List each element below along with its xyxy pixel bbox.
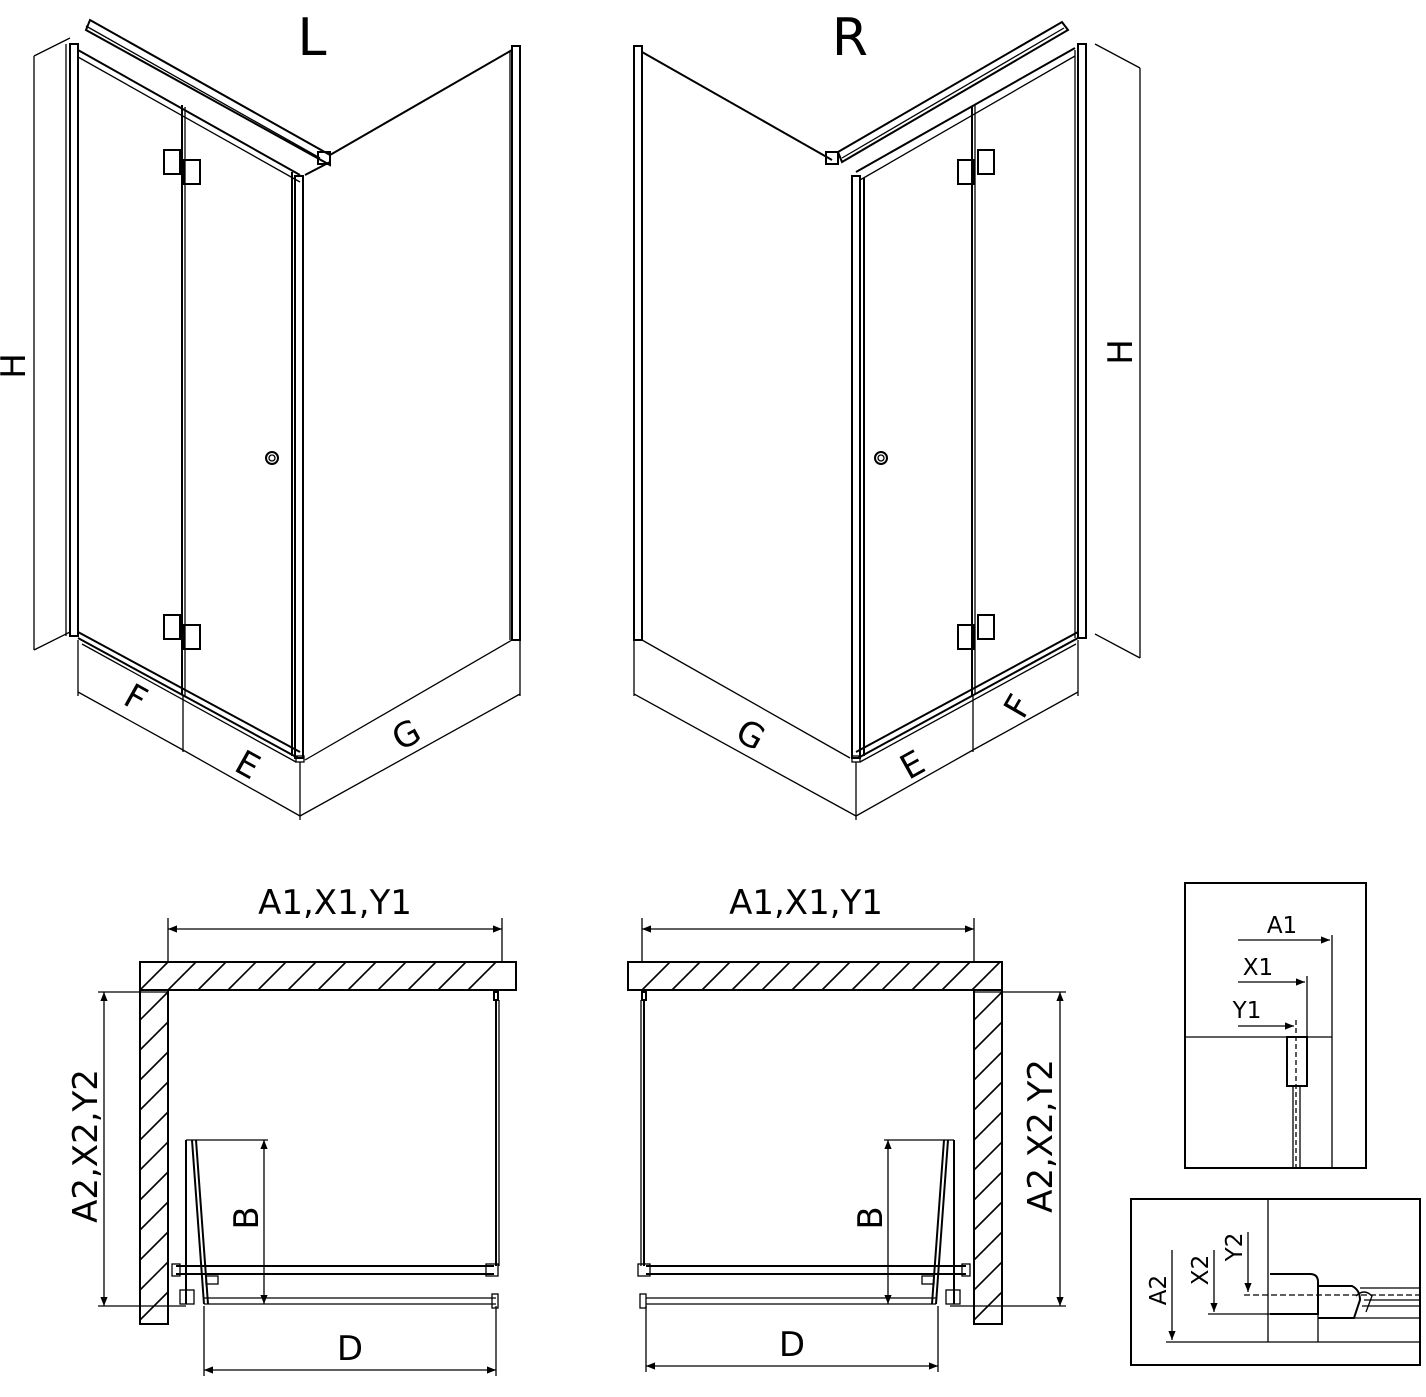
hinge-top-right [957,149,995,185]
door-panel-e-left [265,172,304,759]
detail-x1-label: X1 [1243,955,1273,981]
door-width-label-right: B [851,1206,891,1229]
door-label-right: E [894,743,932,788]
detail-a2-label: A2 [1146,1275,1172,1305]
door-knob-right [874,451,888,465]
door-knob-left [265,451,279,465]
side-panel-g-left [304,45,521,761]
side-panel-label-right: G [729,711,771,759]
side-panel-g-right [633,45,851,759]
detail-y1-label: Y1 [1232,998,1262,1024]
detail-a1-label: A1 [1267,913,1297,939]
bottom-rail-right [851,631,1079,763]
door-panel-e-right [851,175,888,759]
entry-label-left: D [337,1329,363,1369]
iso-view-right: R H [633,8,1141,820]
hinge-bottom-right [957,614,995,650]
depth-label-left: A2,X2,Y2 [66,1069,106,1223]
corner-connector-right [825,151,839,165]
iso-view-left: L H [0,8,521,820]
view-label-right: R [832,8,868,68]
height-label-right: H [1101,339,1141,365]
view-label-left: L [298,8,327,68]
detail-y2-label: Y2 [1222,1233,1248,1263]
detail-x2-label: X2 [1188,1255,1214,1285]
hinge-bottom-left [163,614,201,650]
wall-hatch-left [139,961,517,1325]
wall-profile [69,43,79,637]
folded-door-right [639,1139,961,1309]
fixed-panel-f-right [971,43,1087,696]
entry-label-right: D [779,1325,805,1365]
stabiliser-bar-right [836,20,1070,164]
door-width-label-left: B [227,1206,267,1229]
bottom-rail-left [77,631,305,763]
door-label-left: E [228,743,266,788]
plan-view-left: A1,X1,Y1 [66,883,517,1376]
fixed-panel-label-right: F [996,688,1040,725]
dimension-height-left: H [0,37,71,651]
detail-depth-tolerance: A2 X2 Y2 [1130,1198,1421,1366]
wall-hatch-right [627,961,1003,1325]
folded-door-left [179,1139,499,1309]
fixed-panel-f-left [77,57,186,696]
plan-view-right: A1,X1,Y1 [627,883,1066,1372]
depth-label-right: A2,X2,Y2 [1021,1059,1061,1213]
detail-profile [1270,1273,1319,1315]
fixed-panel-label-left: F [117,676,154,720]
height-label: H [0,353,34,379]
detail-width-tolerance: A1 X1 Y1 [1184,882,1367,1169]
width-label-right: A1,X1,Y1 [729,883,883,923]
dimension-height-right: H [1094,43,1141,659]
side-panel-label-left: G [385,711,427,759]
hinge-top-left [163,149,201,185]
width-label-left: A1,X1,Y1 [258,883,412,923]
